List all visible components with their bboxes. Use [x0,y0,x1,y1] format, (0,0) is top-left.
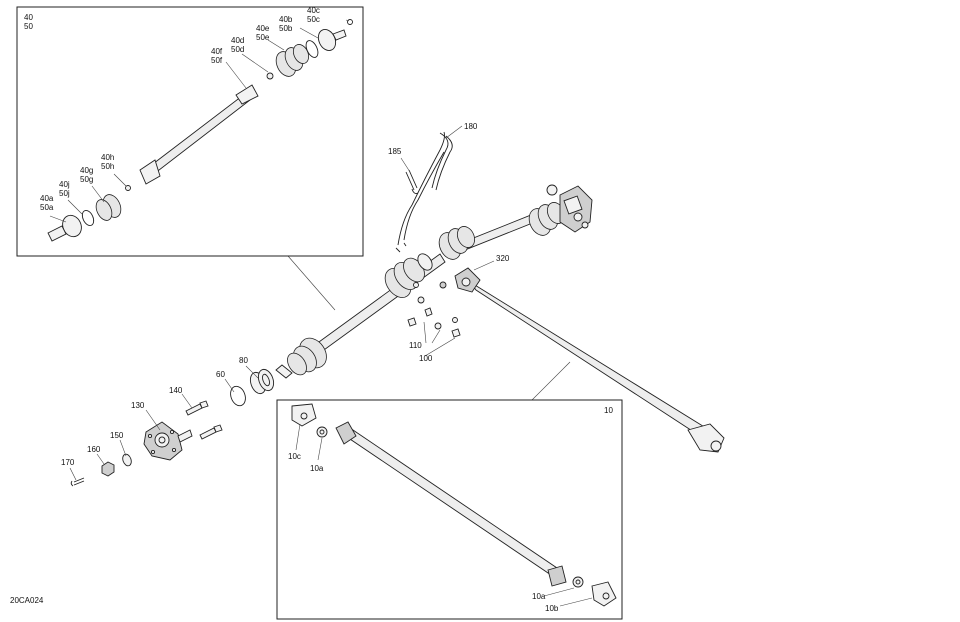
callout-320: 320 [496,254,510,263]
callout-130: 130 [131,401,145,410]
callout-150: 150 [110,431,124,440]
axle-inset-ref-50: 50 [24,22,33,31]
callout-100: 100 [419,354,433,363]
middle-cv-boot [384,253,433,298]
wheel-hub [143,421,193,461]
differential-cv-boot [528,202,566,236]
callout-40b: 40b [279,15,293,24]
callout-10c: 10c [288,452,301,461]
callout-110: 110 [409,341,422,350]
outer-cv-boot [275,337,327,379]
callout-10a-bottom: 10a [532,592,546,601]
axle-inset-ref-40: 40 [24,13,33,22]
callout-50g: 50g [80,175,93,184]
mounting-hardware [407,281,461,338]
prop-shaft-detail-inset [276,399,623,620]
differential-housing [546,184,593,233]
callout-50b: 50b [279,24,293,33]
cotter-pin [70,477,85,487]
callout-40h: 40h [101,153,114,162]
callout-40c: 40c [307,6,320,15]
leader-lines [69,125,571,481]
figure-code: 20CA024 [10,596,44,605]
callout-10b: 10b [545,604,559,613]
callout-50e: 50e [256,33,270,42]
propeller-shaft [454,267,725,453]
hose-clamp [405,169,419,194]
inset-reference-labels: 40 50 10 [24,13,613,415]
hub-washer [122,453,132,467]
retaining-ring [230,385,246,407]
inner-cv-boot [438,226,476,260]
main-drive-shaft [275,184,593,379]
callout-180: 180 [464,122,478,131]
callout-40a: 40a [40,194,54,203]
callout-60: 60 [216,370,225,379]
callout-40j: 40j [59,180,70,189]
callout-140: 140 [169,386,183,395]
callout-80: 80 [239,356,248,365]
callout-labels: 40c 50c 40b 50b 40e 50e 40d 50d 40f 50f … [40,6,559,613]
callout-160: 160 [87,445,101,454]
breather-hose [395,131,453,253]
callout-40g: 40g [80,166,93,175]
hub-bolts [185,400,223,440]
callout-40e: 40e [256,24,270,33]
callout-40f: 40f [211,47,223,56]
callout-50j: 50j [59,189,70,198]
callout-185: 185 [388,147,402,156]
hub-nut [101,461,115,477]
callout-170: 170 [61,458,75,467]
callout-50a: 50a [40,203,54,212]
wheel-hub-assembly [70,368,275,487]
callout-50h: 50h [101,162,114,171]
prop-inset-ref-10: 10 [604,406,613,415]
callout-50d: 50d [231,45,244,54]
callout-10a-top: 10a [310,464,324,473]
callout-50f: 50f [211,56,223,65]
callout-50c: 50c [307,15,320,24]
callout-40d: 40d [231,36,244,45]
wheel-bearing [249,368,275,395]
axle-detail-inset [16,6,364,257]
